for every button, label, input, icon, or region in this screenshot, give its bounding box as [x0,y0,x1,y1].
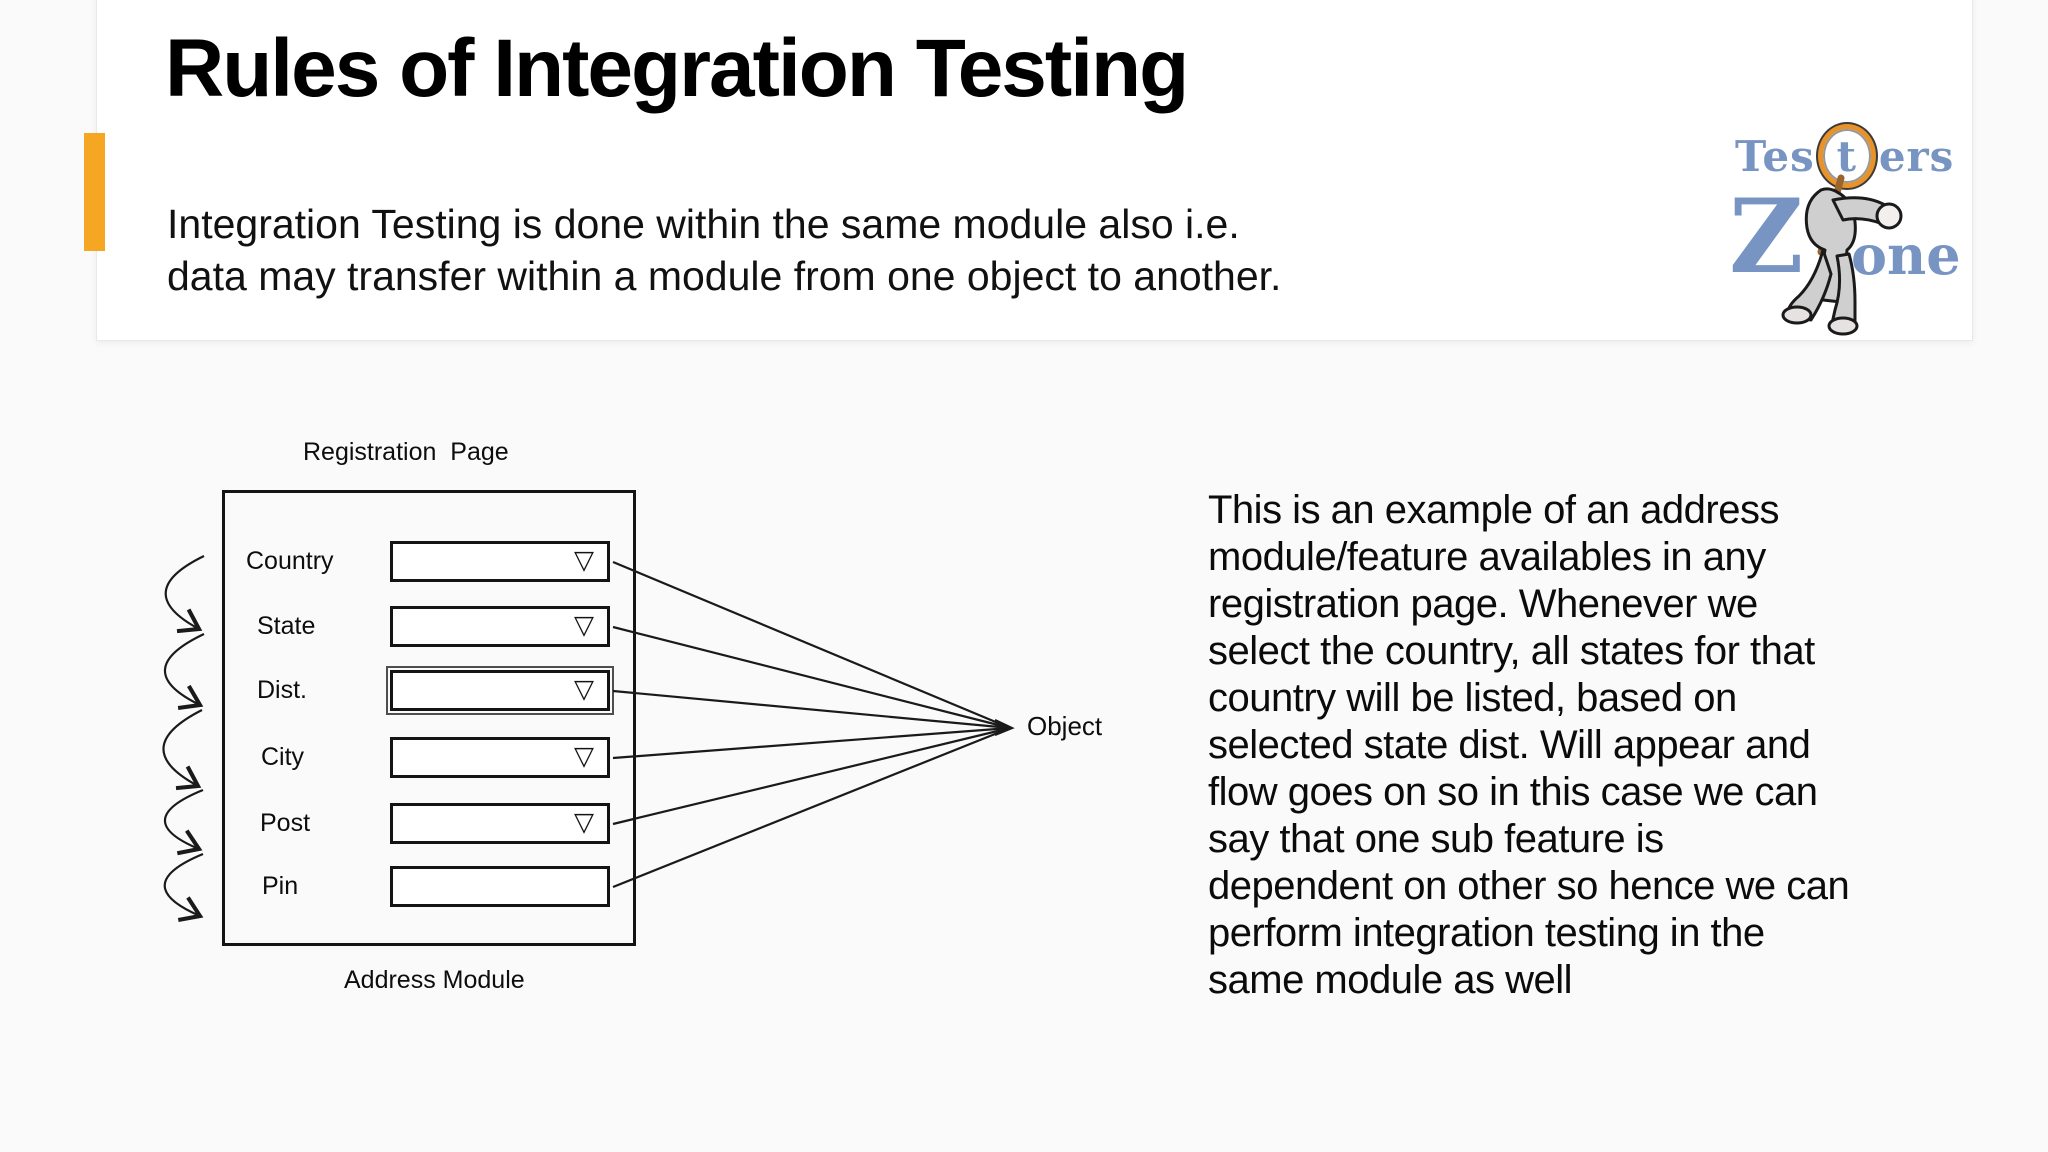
field-to-object-line [612,625,1011,730]
flow-arrow-arc [162,709,203,791]
mascot-fist [1875,202,1903,230]
flow-arrow-arc [163,788,204,856]
page-subtitle: Integration Testing is done within the s… [167,201,1282,299]
registration-page-label: Registration Page [303,438,509,466]
mascot-foot-right [1827,316,1859,336]
field-label-city: City [261,743,305,771]
post-dropdown[interactable]: ▽ [390,803,610,844]
pin-input[interactable] [390,866,610,907]
city-dropdown[interactable]: ▽ [390,737,610,778]
object-label: Object [1027,711,1103,741]
field-label-state: State [257,612,316,640]
logo-zone-one: one [1851,223,1961,287]
page-title: Rules of Integration Testing [165,23,1189,114]
magnifier-lens-icon: t [1817,124,1876,188]
mascot-foot-left [1781,305,1813,325]
field-to-object-line [612,726,1011,889]
state-dropdown[interactable]: ▽ [390,606,610,647]
dropdown-arrow-icon: ▽ [574,674,594,705]
field-to-object-line [612,726,1011,760]
dropdown-arrow-icon: ▽ [574,807,594,838]
header-card [96,0,1973,341]
accent-bar [84,133,105,251]
field-to-object-line [612,560,1011,730]
country-dropdown[interactable]: ▽ [390,541,610,582]
description-text: This is an example of an address module/… [1208,488,1850,1002]
dropdown-arrow-icon: ▽ [574,741,594,772]
address-module-label: Address Module [344,966,525,994]
logo-letter-t: t [1836,131,1858,181]
logo-zone-z: Z [1729,177,1804,297]
field-label-country: Country [246,547,334,575]
field-label-pin: Pin [262,872,299,900]
flow-arrow-arc [163,852,204,922]
field-to-object-line [612,726,1011,826]
field-to-object-line [612,689,1011,730]
logo-testers-suffix: ers [1878,131,1955,181]
dropdown-arrow-icon: ▽ [574,545,594,576]
dropdown-arrow-icon: ▽ [574,610,594,641]
field-label-dist: Dist. [257,676,307,704]
dist-dropdown[interactable]: ▽ [386,666,614,715]
flow-arrow-arc [163,633,205,711]
logo-testers-prefix: Tes [1735,131,1815,181]
field-label-post: Post [260,809,311,837]
object-arrowhead [994,719,1015,737]
flow-arrow-arc [164,555,205,634]
mascot-figure-icon [1781,174,1903,336]
